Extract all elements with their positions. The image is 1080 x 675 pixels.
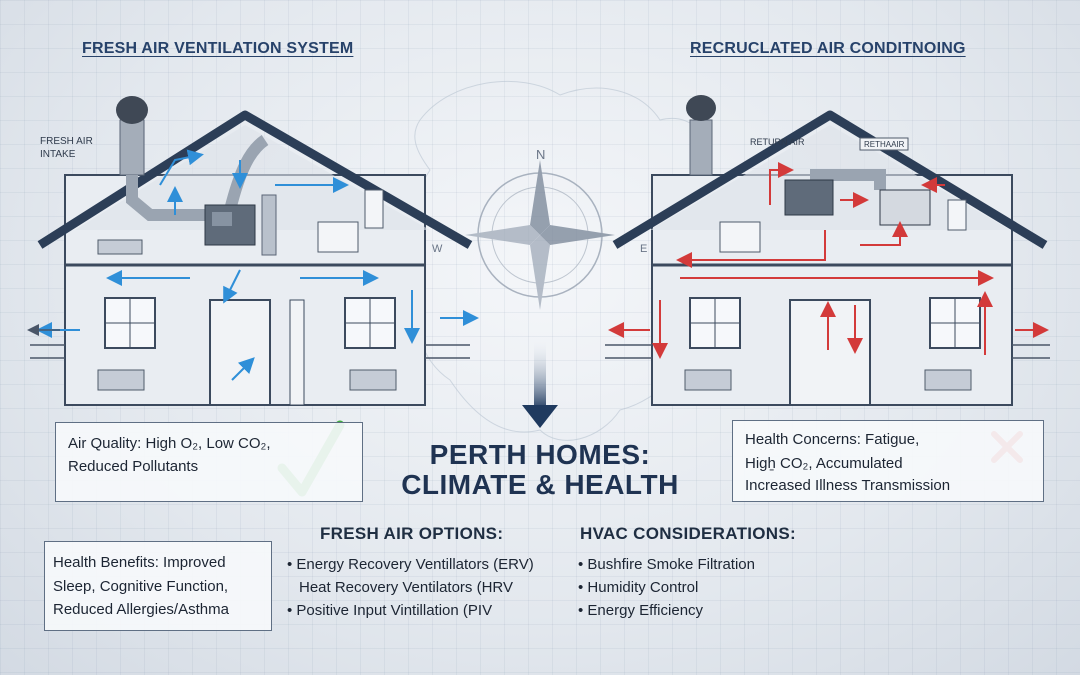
intake-label: FRESH AIR INTAKE xyxy=(40,135,93,161)
left-house xyxy=(27,96,479,406)
hvac-considerations-list: Bushfire Smoke Filtration Humidity Contr… xyxy=(578,553,755,622)
hvac-considerations-heading: HVAC CONSIDERATIONS: xyxy=(580,524,796,543)
hvac-consideration-item: Humidity Control xyxy=(578,576,755,599)
left-panel-title: FRESH AIR VENTILATION SYSTEM xyxy=(82,40,354,57)
intake-label-line1: FRESH AIR xyxy=(40,136,93,147)
health-concerns-line3: Increased Illness Transmission xyxy=(745,477,951,494)
health-benefits-box: Health Benefits: Improved Sleep, Cogniti… xyxy=(44,541,272,631)
health-benefits-line2: Sleep, Cognitive Function, xyxy=(53,578,229,595)
return-air-label: RETURN AIR xyxy=(750,137,805,147)
down-arrow xyxy=(522,340,558,428)
fresh-air-options-list: Energy Recovery Ventillators (ERV) Heat … xyxy=(287,553,534,622)
fresh-air-option-item: Heat Recovery Ventilators (HRV xyxy=(299,579,513,596)
air-quality-line1: Air Quality: High O₂, Low CO₂, xyxy=(68,435,271,452)
hvac-consideration-item: Energy Efficiency xyxy=(578,599,755,622)
compass-north: N xyxy=(536,147,546,162)
compass-west: W xyxy=(432,243,443,255)
compass-east: E xyxy=(640,243,648,255)
health-concerns-line2: Higẖ CO₂, Accumulated xyxy=(745,455,903,472)
center-title-line1: PERTH HOMES: xyxy=(429,439,651,470)
ac-unit-label: RETHAAIR xyxy=(864,140,905,149)
health-concerns-line1: Health Concerns: Fatigue, xyxy=(745,431,920,448)
health-concerns-box: Health Concerns: Fatigue, Higẖ CO₂, Acc… xyxy=(732,420,1044,502)
compass-rose xyxy=(465,160,615,310)
right-panel-title: RECRUCLATED AIR CONDITNOING xyxy=(690,40,966,57)
center-title-line2: CLIMATE & HEALTH xyxy=(401,469,679,500)
air-quality-box: Air Quality: High O₂, Low CO₂, Reduced P… xyxy=(55,422,363,502)
fresh-air-option-item: Positive Input Vintillation (PIV xyxy=(287,599,534,622)
health-benefits-line3: Reduced Allergies/Asthma xyxy=(53,601,229,618)
right-house xyxy=(605,95,1050,406)
intake-label-line2: INTAKE xyxy=(40,149,76,160)
health-benefits-line1: Health Benefits: Improved xyxy=(53,554,226,571)
fresh-air-option-item: Energy Recovery Ventillators (ERV) xyxy=(287,553,533,576)
hvac-consideration-item: Bushfire Smoke Filtration xyxy=(578,553,755,576)
fresh-air-options-heading: FRESH AIR OPTIONS: xyxy=(320,524,504,543)
air-quality-line2: Reduced Pollutants xyxy=(68,458,199,475)
